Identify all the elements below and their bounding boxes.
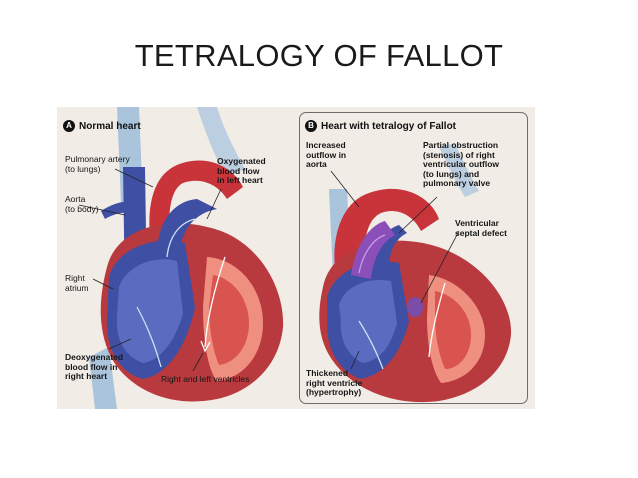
label-aorta: Aorta (to body) — [65, 194, 99, 214]
label-oxygenated-flow: Oxygenated blood flow in left heart — [217, 156, 266, 185]
label-partial-obstruction: Partial obstruction (stenosis) of right … — [423, 140, 500, 188]
slide-title: TETRALOGY OF FALLOT — [134, 38, 504, 73]
panel-b-header: B Heart with tetralogy of Fallot — [305, 120, 456, 132]
panel-b-title: Heart with tetralogy of Fallot — [321, 120, 457, 132]
label-pulmonary-artery: Pulmonary artery (to lungs) — [65, 154, 130, 174]
label-right-atrium: Right atrium — [65, 273, 89, 293]
label-increased-outflow: Increased outflow in aorta — [306, 140, 347, 169]
panel-normal-heart: A Normal heart Pulmonary artery (to lung… — [57, 107, 291, 409]
tetralogy-heart-drawing — [319, 143, 512, 403]
panel-b-frame — [299, 112, 528, 404]
normal-heart-drawing — [78, 107, 284, 409]
panel-b-badge: B — [305, 120, 317, 132]
label-deoxygenated-flow: Deoxygenated blood flow in right heart — [65, 352, 124, 381]
label-ventricles: Right and left ventricles — [161, 374, 250, 384]
panel-a-badge: A — [63, 120, 75, 132]
label-thickened-ventricle: Thickened right ventricle (hypertrophy) — [306, 368, 363, 397]
panel-a-title: Normal heart — [79, 120, 141, 132]
heart-illustration: A Normal heart Pulmonary artery (to lung… — [57, 107, 535, 409]
panel-tetralogy-heart: B Heart with tetralogy of Fallot Increas… — [299, 107, 535, 409]
label-septal-defect: Ventricular septal defect — [455, 218, 507, 238]
panel-a-header: A Normal heart — [63, 120, 141, 132]
